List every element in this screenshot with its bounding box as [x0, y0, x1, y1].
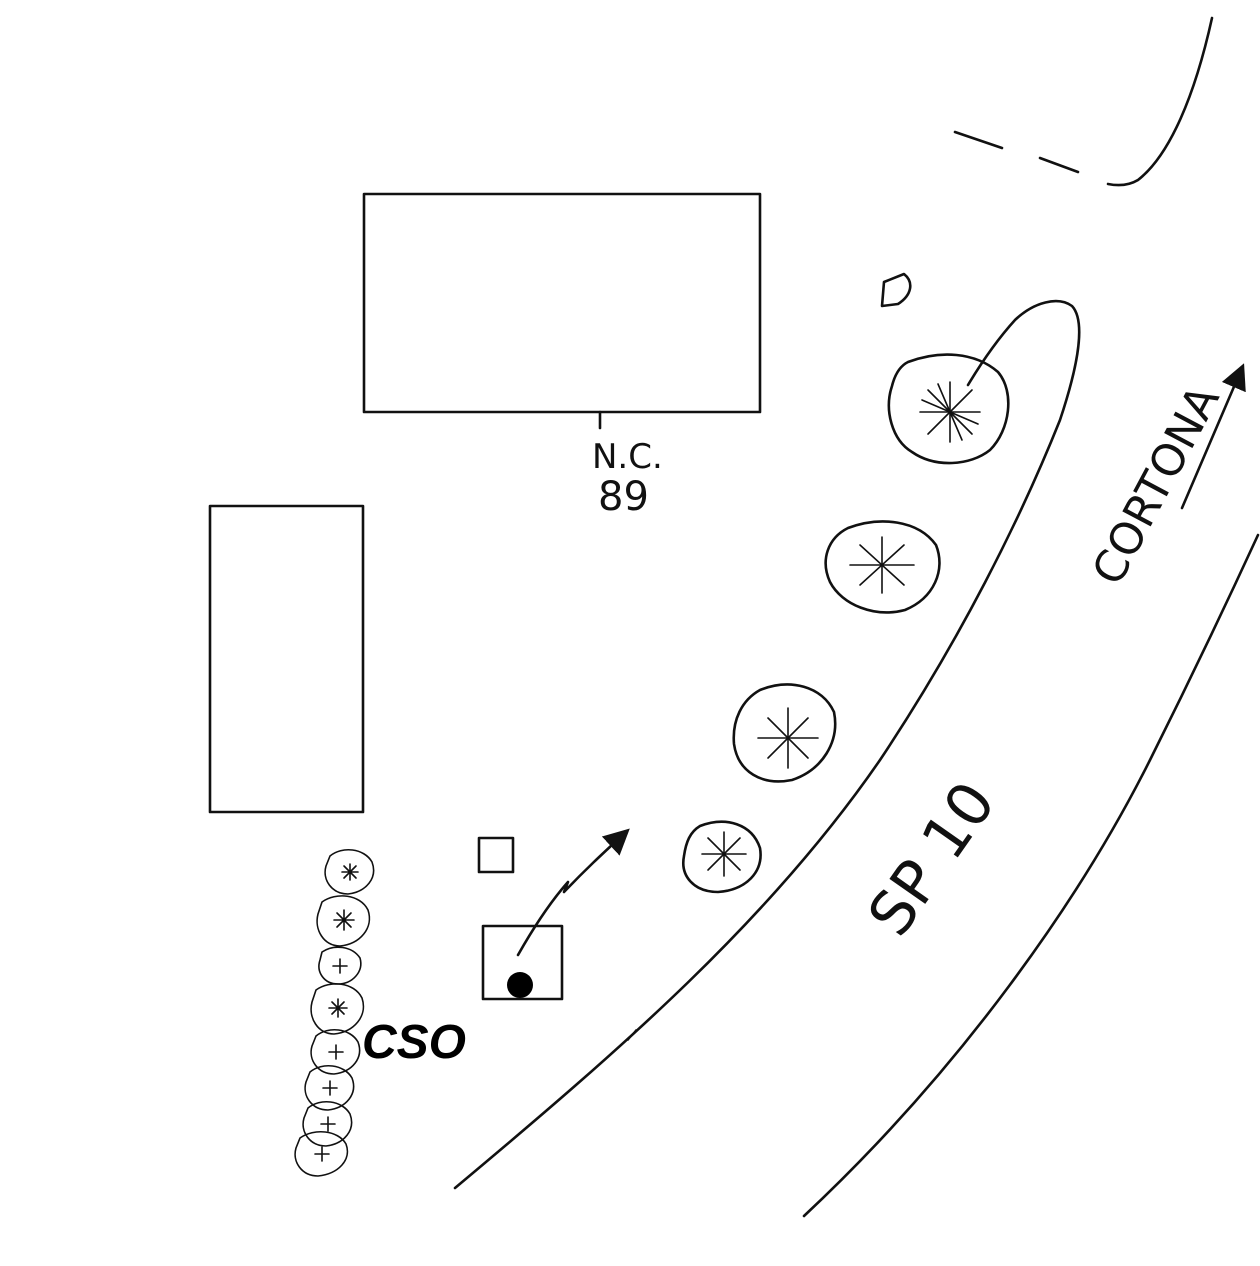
hedge-shrub-icon: [294, 1131, 349, 1177]
station-arrow-icon: [516, 828, 630, 957]
hedge-shrub-icon: [302, 1101, 353, 1147]
hedge-shrub-icon: [316, 895, 371, 947]
upper-road-edge: [953, 16, 1214, 187]
building-secondary: [208, 504, 365, 814]
measurement-point-icon: [507, 972, 533, 998]
shrub-icon: [824, 520, 941, 614]
shrub-icon: [732, 683, 837, 783]
hedge-row: [294, 849, 375, 1177]
road-inner-edge: [453, 299, 1081, 1190]
shrub-icon: [887, 353, 1010, 465]
station-label: CSO: [362, 1016, 466, 1069]
hedge-shrub-icon: [304, 1065, 355, 1111]
hedge-shrub-icon: [318, 946, 362, 985]
building-number-label: 89: [598, 474, 649, 520]
hedge-shrub-icon: [310, 983, 365, 1035]
building-code-label: N.C.: [592, 437, 663, 477]
hedge-shrub-icon: [324, 849, 375, 895]
shrub-icon: [682, 820, 762, 894]
pillar-icon: [880, 272, 912, 308]
hedge-shrub-icon: [310, 1029, 361, 1075]
building-nc-89: [362, 192, 762, 430]
road-outer-edge: [802, 533, 1260, 1218]
direction-arrow-icon: [1180, 363, 1246, 510]
station-box: [481, 828, 630, 1001]
small-square-marker: [477, 836, 515, 874]
road-label: SP 10: [855, 769, 1010, 948]
direction-label: CORTONA: [1083, 377, 1230, 593]
